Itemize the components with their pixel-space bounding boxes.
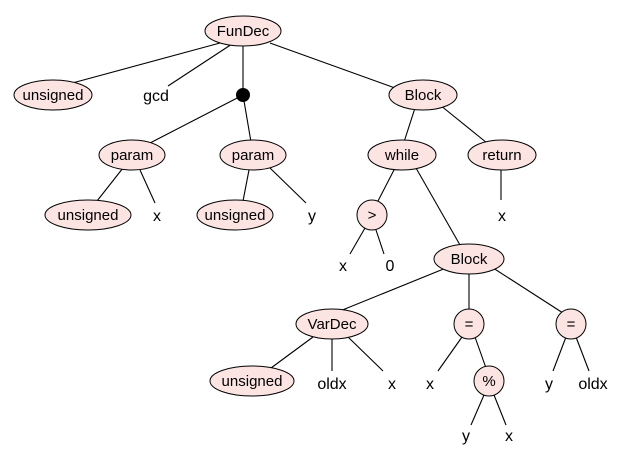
- edge-mod-y: [470, 394, 485, 426]
- node-param2-type-label: unsigned: [205, 207, 266, 224]
- leaf-mod-right: x: [505, 428, 513, 445]
- node-vardec-type: unsigned: [209, 365, 295, 397]
- edge-block-return: [439, 104, 488, 144]
- node-fundec-type-shape: [13, 79, 93, 111]
- edge-junction-param2: [242, 94, 252, 143]
- node-gt-shape: [356, 199, 388, 231]
- node-while-label: while: [384, 147, 419, 164]
- node-fundec-type-label: unsigned: [23, 87, 84, 104]
- node-param2-type-shape: [196, 199, 274, 231]
- edge-junction-param1: [149, 94, 244, 144]
- node-param2-label: param: [232, 147, 275, 164]
- leaf-vardec-init: x: [388, 376, 396, 393]
- edge-param2-unsigned: [242, 169, 250, 202]
- node-param1-type-shape: [44, 199, 132, 231]
- node-param1: param: [98, 139, 166, 171]
- node-assign2-shape: [555, 308, 587, 340]
- leaf-mod-left: y: [462, 428, 470, 445]
- node-mod-shape: [473, 365, 505, 397]
- leaf-gt-left: x: [339, 258, 347, 275]
- node-block-inner: Block: [433, 243, 505, 275]
- node-gt: >: [356, 199, 388, 231]
- node-return: return: [467, 139, 537, 171]
- leaf-assign1-target: x: [426, 376, 434, 393]
- edge-vardec-unsigned: [270, 336, 314, 369]
- leaf-gt-right: 0: [386, 258, 395, 275]
- edge-block-assign2: [489, 265, 564, 314]
- edge-vardec-x: [347, 336, 384, 372]
- node-assign1-shape: [453, 308, 485, 340]
- node-param1-type-label: unsigned: [58, 207, 119, 224]
- node-assign2-label: =: [567, 316, 576, 333]
- node-while-shape: [367, 139, 437, 171]
- node-return-label: return: [482, 147, 521, 164]
- leaf-assign2-value: oldx: [578, 376, 607, 393]
- node-param1-label: param: [111, 147, 154, 164]
- edge-gt-x: [349, 227, 366, 255]
- edge-gt-zero: [375, 229, 385, 255]
- node-block-outer: Block: [388, 79, 458, 111]
- node-param2-shape: [219, 139, 287, 171]
- edge-param1-unsigned: [96, 167, 124, 202]
- node-assign1-label: =: [465, 316, 474, 333]
- leaf-param2-name: y: [308, 208, 316, 225]
- node-param1-shape: [98, 139, 166, 171]
- node-vardec-type-label: unsigned: [222, 373, 283, 390]
- edge-assign2-y: [552, 336, 567, 372]
- node-block-outer-label: Block: [405, 87, 442, 104]
- tree-edges: [64, 42, 590, 426]
- params-junction-dot: [236, 88, 250, 102]
- edge-while-gt: [377, 167, 396, 202]
- node-mod-label: %: [482, 373, 495, 390]
- node-while: while: [367, 139, 437, 171]
- edge-assign1-x: [437, 336, 463, 372]
- node-param1-type: unsigned: [44, 199, 132, 231]
- node-assign1: =: [453, 308, 485, 340]
- node-fundec-label: FunDec: [217, 23, 270, 40]
- node-return-shape: [467, 139, 537, 171]
- edge-fundec-unsigned: [64, 42, 221, 86]
- leaf-param1-name: x: [153, 208, 161, 225]
- node-param2: param: [219, 139, 287, 171]
- edge-block-while: [403, 107, 416, 143]
- edge-block-vardec: [334, 267, 447, 314]
- leaf-assign2-target: y: [545, 376, 553, 393]
- edge-fundec-block: [269, 42, 396, 89]
- edge-param1-x: [139, 169, 156, 204]
- node-param2-type: unsigned: [196, 199, 274, 231]
- node-block-outer-shape: [388, 79, 458, 111]
- node-block-inner-label: Block: [451, 251, 488, 268]
- node-vardec: VarDec: [295, 308, 369, 340]
- node-fundec-shape: [204, 15, 282, 47]
- edge-assign1-mod: [474, 336, 487, 369]
- node-vardec-type-shape: [209, 365, 295, 397]
- edge-mod-x: [493, 394, 507, 426]
- node-block-inner-shape: [433, 243, 505, 275]
- leaf-return-value: x: [498, 208, 506, 225]
- node-vardec-shape: [295, 308, 369, 340]
- node-assign2: =: [555, 308, 587, 340]
- edge-while-block: [415, 167, 461, 246]
- node-fundec: FunDec: [204, 15, 282, 47]
- edge-param2-y: [269, 167, 307, 204]
- node-gt-label: >: [368, 207, 377, 224]
- leaf-vardec-name: oldx: [317, 376, 346, 393]
- node-fundec-type: unsigned: [13, 79, 93, 111]
- node-vardec-label: VarDec: [308, 316, 357, 333]
- node-mod: %: [473, 365, 505, 397]
- edge-assign2-oldx: [575, 336, 590, 372]
- leaf-fundec-name: gcd: [143, 88, 169, 105]
- edge-fundec-gcd: [167, 43, 233, 87]
